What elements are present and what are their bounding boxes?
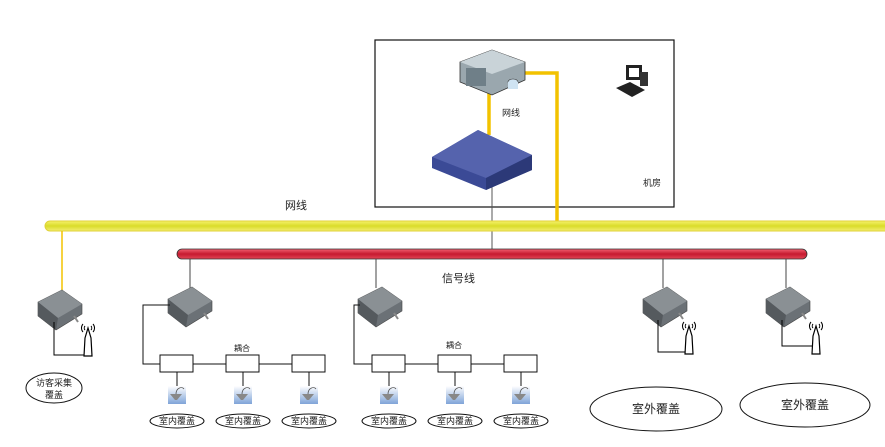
indoor-coverage-label: 室内覆盖 (437, 415, 473, 427)
coupler-box (371, 354, 406, 373)
signal-bus (176, 248, 808, 260)
antenna-icon (80, 323, 96, 357)
indoor-coverage-label: 室内覆盖 (291, 415, 327, 427)
ceiling-antenna-icon (511, 385, 531, 405)
network-bus-label: 网线 (285, 198, 307, 212)
switch-icon (432, 130, 532, 190)
computer-icon (616, 65, 648, 97)
coupler-box (225, 354, 260, 373)
coupler-box (159, 354, 194, 373)
ceiling-antenna-icon (233, 385, 253, 405)
server-cable-label: 网线 (502, 107, 520, 119)
coupler-box (437, 354, 472, 373)
repeater-device-icon (357, 286, 403, 328)
coupler-label: 耦合 (234, 343, 250, 353)
indoor-coverage-label: 室内覆盖 (371, 415, 407, 427)
visitor-ap-device-icon (37, 289, 83, 331)
visitor-coverage-label-line2: 覆盖 (45, 389, 63, 401)
indoor-coverage-label: 室内覆盖 (225, 415, 261, 427)
network-bus (44, 220, 885, 232)
outdoor-coverage-ellipse (739, 382, 871, 428)
antenna-icon (808, 321, 824, 355)
machine-room-label: 机房 (643, 177, 661, 189)
outdoor-device-icon (765, 286, 811, 328)
ceiling-antenna-icon (299, 385, 319, 405)
network-cable-server-bus (522, 71, 559, 226)
coupler-box (291, 354, 326, 373)
server-icon (459, 49, 526, 96)
indoor-coverage-label: 室内覆盖 (159, 415, 195, 427)
repeater-device-icon (167, 286, 213, 328)
indoor-coverage-label: 室内覆盖 (503, 415, 539, 427)
outdoor-coverage-label: 室外覆盖 (781, 397, 829, 412)
coupler-label: 耦合 (446, 340, 462, 350)
antenna-icon (681, 321, 697, 355)
visitor-coverage-ellipse (25, 372, 83, 404)
visitor-coverage-label-line1: 访客采集 (36, 377, 72, 389)
signal-bus-label: 信号线 (442, 271, 475, 285)
ceiling-antenna-icon (167, 385, 187, 405)
ceiling-antenna-icon (379, 385, 399, 405)
outdoor-coverage-label: 室外覆盖 (632, 401, 680, 416)
coupler-box (503, 354, 538, 373)
outdoor-coverage-ellipse (589, 386, 723, 432)
outdoor-device-icon (642, 286, 688, 328)
ceiling-antenna-icon (445, 385, 465, 405)
